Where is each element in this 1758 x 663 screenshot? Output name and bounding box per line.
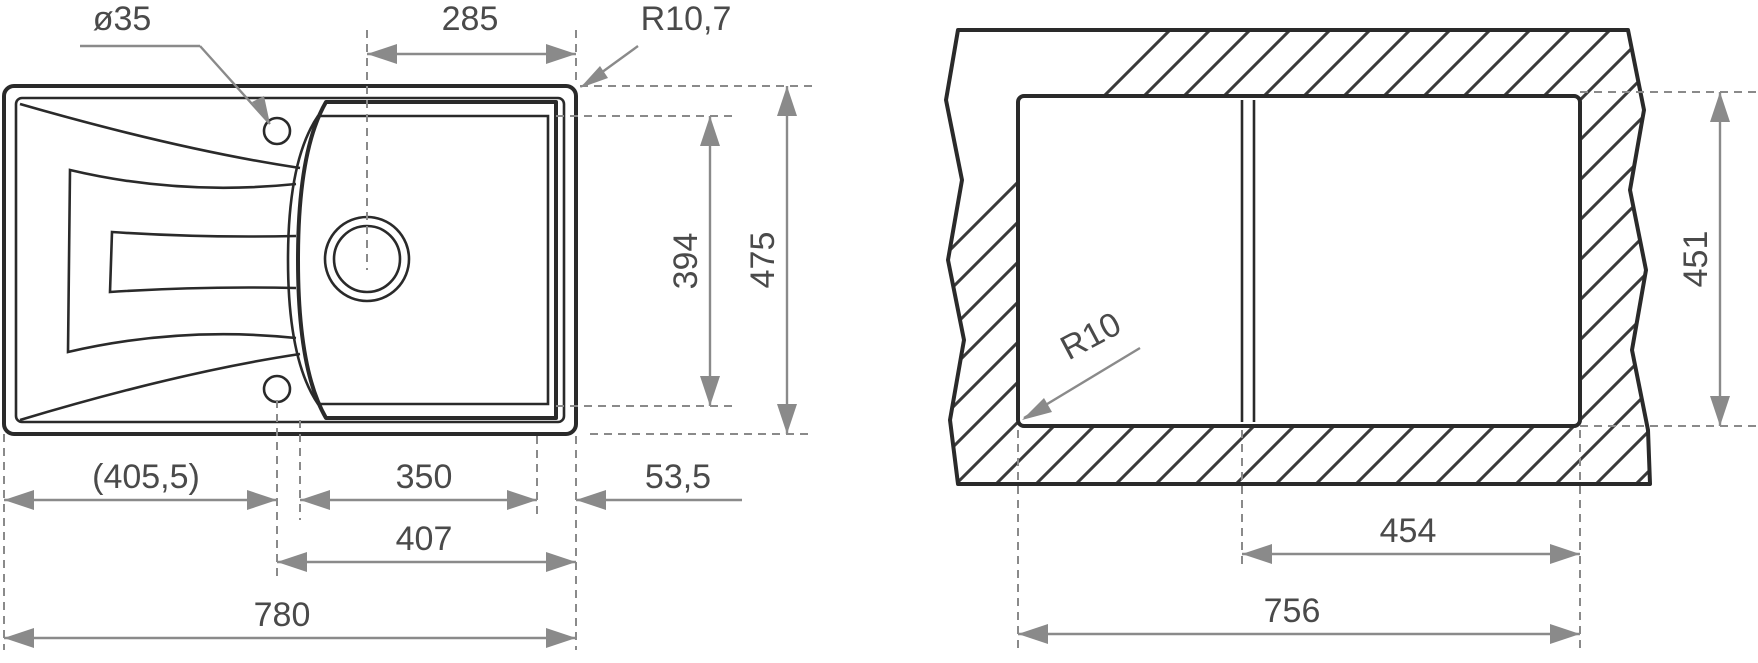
bowl-inner-outline — [286, 114, 550, 406]
sink-inner-rim — [14, 96, 566, 424]
label-475: 475 — [744, 232, 782, 289]
label-454: 454 — [1380, 512, 1437, 550]
sink-plan-dimensions: 285 ø35 R10,7 394 475 (405,5) — [3, 0, 812, 650]
cutout-opening — [1016, 94, 1582, 428]
bowl-outline — [296, 100, 558, 420]
label-r10-7: R10,7 — [641, 0, 732, 38]
label-780: 780 — [254, 596, 311, 634]
hatch-line — [946, 30, 1232, 484]
tap-hole-bottom — [262, 374, 292, 404]
drainer-bottom-curve — [19, 352, 301, 422]
label-405-5: (405,5) — [92, 458, 200, 496]
label-756: 756 — [1264, 592, 1321, 630]
label-r10: R10 — [1054, 305, 1127, 368]
label-53-5: 53,5 — [645, 458, 711, 496]
label-394: 394 — [667, 233, 705, 290]
sink-plan-view — [2, 84, 578, 436]
countertop-outline — [944, 28, 1652, 486]
cutout-dimensions: 451 R10 454 756 — [1017, 91, 1758, 650]
label-285: 285 — [442, 0, 499, 38]
label-o35: ø35 — [93, 0, 152, 38]
drainer-groove-outer — [66, 168, 297, 354]
drainer-top-curve — [19, 102, 301, 170]
label-407: 407 — [396, 520, 453, 558]
sink-outer-outline — [2, 84, 578, 436]
tap-hole-top — [262, 116, 292, 146]
hatch-line — [1538, 30, 1650, 484]
label-350: 350 — [396, 458, 453, 496]
label-451: 451 — [1677, 231, 1715, 288]
hatch-line — [946, 30, 1192, 484]
drainer-groove-inner — [108, 230, 297, 294]
